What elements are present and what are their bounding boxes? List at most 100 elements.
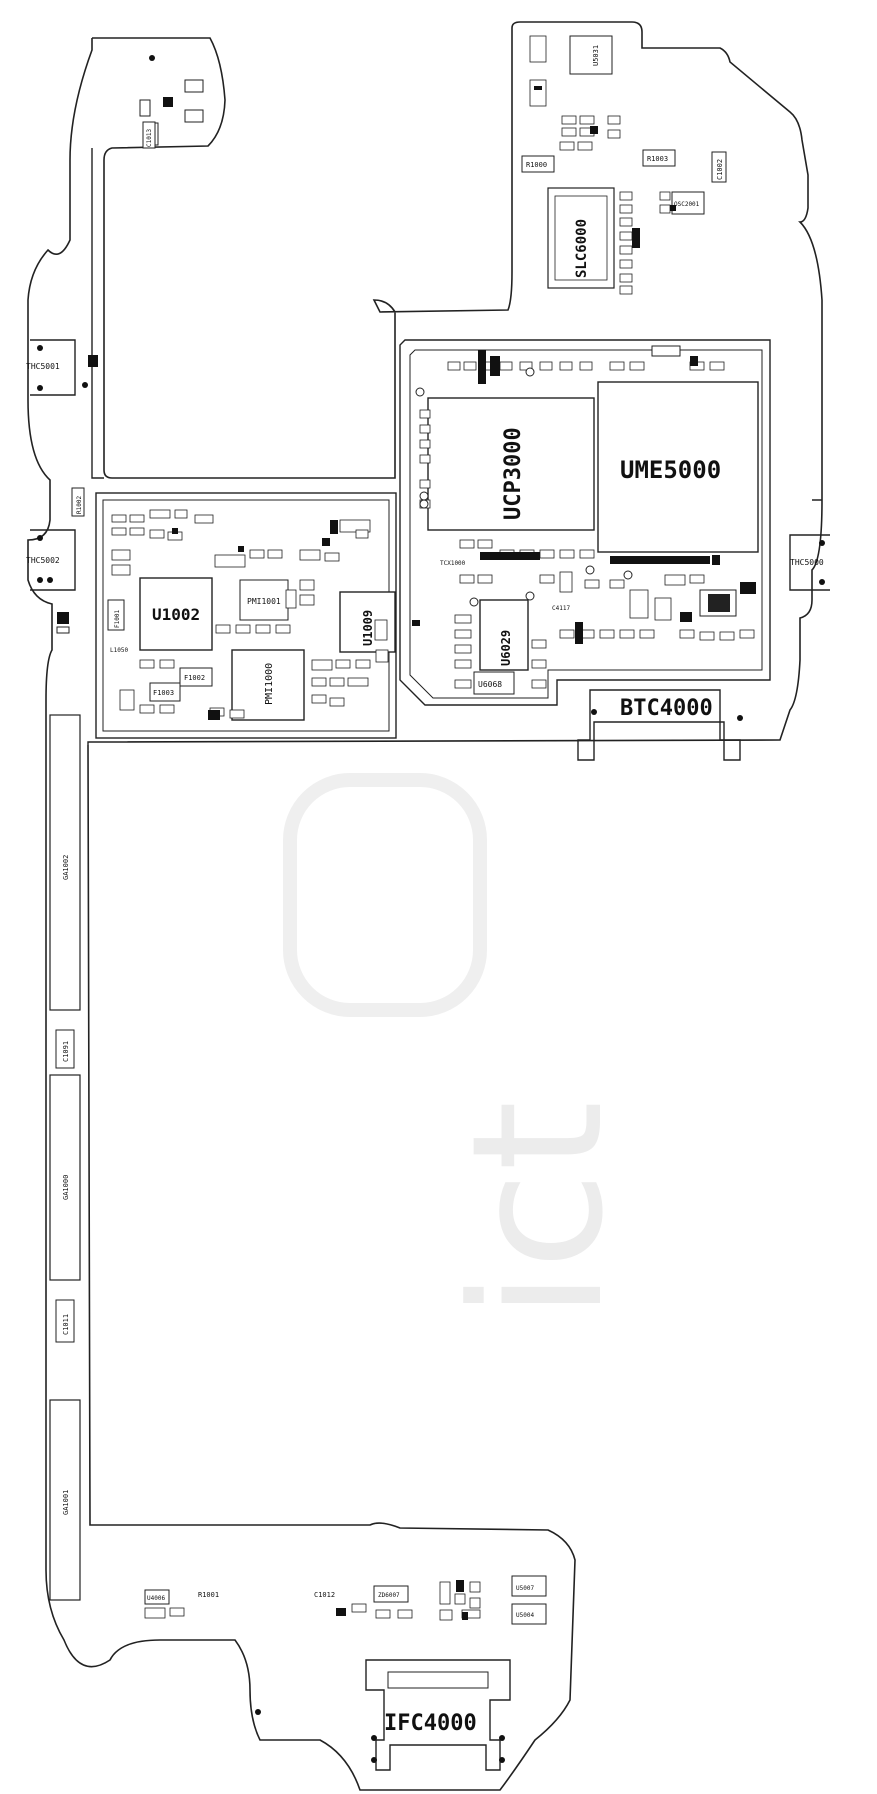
ga1002-component: GA1002 [49, 714, 81, 1011]
slc6000-component: SLC6000 [547, 187, 615, 289]
btc4000-connector: BTC4000 [577, 689, 743, 761]
c1091-component: C1091 [55, 1029, 75, 1069]
u6068-label: U6068 [478, 680, 502, 689]
ga1001-label: GA1001 [62, 1490, 70, 1515]
ga1000-component: GA1000 [49, 1074, 81, 1281]
ume5000-chip: UME5000 [597, 381, 759, 553]
tcx1000-component: TCX1000 [440, 560, 466, 567]
btc4000-label: BTC4000 [620, 696, 713, 721]
topright-passives [529, 35, 671, 295]
f1002-label: F1002 [184, 674, 205, 682]
pmi1001-chip: PMI1001 [239, 579, 289, 621]
u5031-component: U5031 [569, 35, 613, 75]
l1050-label: L1050 [110, 647, 128, 654]
ga1001-component: GA1001 [49, 1399, 81, 1601]
u6068-chip: U6068 [473, 671, 515, 695]
r1001-component: R1001 [198, 1591, 219, 1599]
u4006-component: U4006 [144, 1589, 170, 1605]
zd6007-component: ZD6007 [373, 1585, 409, 1603]
board-outline [27, 21, 823, 1791]
r1002-label: R1002 [76, 496, 83, 514]
slc6000-label: SLC6000 [574, 219, 590, 278]
c4117-component: C4117 [552, 605, 570, 612]
thc5000-connector: THC5000 [789, 534, 830, 591]
pmic-shield-outer [95, 492, 397, 739]
c4117-label: C4117 [552, 605, 570, 612]
c1011-component: C1011 [55, 1299, 75, 1343]
thc5001-label: THC5001 [26, 362, 60, 371]
u5007-label: U5007 [516, 1585, 534, 1592]
thc5001-connector: THC5001 [26, 339, 88, 396]
f1003-component: F1003 [149, 682, 181, 702]
component-pad [57, 612, 69, 624]
mount-hole [149, 55, 155, 61]
u5031-label: U5031 [592, 45, 600, 66]
ume5000-label: UME5000 [620, 456, 721, 484]
component-pad [56, 626, 70, 634]
tcx1000-label: TCX1000 [440, 560, 466, 567]
component-pad [184, 109, 204, 123]
bottom-dark-pads [336, 1580, 468, 1620]
u5007-component: U5007 [511, 1575, 547, 1597]
ifc4000-label: IFC4000 [384, 1711, 477, 1736]
osc2001-component: OSC2001 [671, 191, 705, 215]
u4006-label: U4006 [147, 1595, 165, 1602]
c1002-label: C1002 [716, 159, 724, 180]
u1009-chip: U1009 [339, 591, 396, 653]
thc5000-label: THC5000 [790, 558, 824, 567]
pmic-dark-pads [172, 520, 420, 720]
r1003-component: R1003 [642, 149, 676, 167]
f1002-component: F1002 [179, 667, 213, 687]
f1001-component: F1001 [107, 599, 125, 631]
u1002-chip: U1002 [139, 577, 213, 651]
f1003-label: F1003 [153, 689, 174, 697]
zd6007-label: ZD6007 [378, 1592, 400, 1599]
pmi1000-chip: PMI1000 [231, 649, 305, 721]
r1000-component: R1000 [521, 155, 555, 173]
r1003-label: R1003 [647, 155, 668, 163]
bottom-passives [144, 1581, 481, 1621]
r1000-label: R1000 [526, 161, 547, 169]
main-dark-pads [478, 350, 756, 644]
l5032-component [699, 589, 737, 617]
c1011-label: C1011 [62, 1314, 70, 1335]
pmi1001-label: PMI1001 [247, 597, 281, 606]
ucp3000-chip: UCP3000 [427, 397, 595, 531]
c1012-label: C1012 [314, 1591, 335, 1599]
c1002-component: C1002 [711, 151, 727, 183]
c1012-component: C1012 [314, 1591, 335, 1599]
component-pad [139, 99, 151, 117]
ltc3004-component [651, 345, 681, 357]
watermark: ict [434, 1100, 643, 1320]
board-outline-inner [87, 148, 822, 745]
u6029-chip: U6029 [479, 599, 529, 671]
c1013-component: C1013 [142, 121, 156, 149]
f1001-label: F1001 [114, 610, 121, 628]
component-pad [163, 97, 173, 107]
r1002-component: R1002 [71, 487, 85, 517]
thc5002-label: THC5002 [26, 556, 60, 565]
u1009-label: U1009 [361, 610, 375, 646]
pmi1000-label: PMI1000 [264, 663, 275, 705]
watermark-logo-shape [283, 773, 487, 1017]
l1050-component: L1050 [110, 647, 128, 654]
component-pad [184, 79, 204, 93]
u5004-component: U5004 [511, 1603, 547, 1625]
u1002-label: U1002 [152, 605, 200, 624]
main-shield-outer [399, 339, 771, 706]
topright-dark-pads [534, 86, 676, 248]
u5004-label: U5004 [516, 1612, 534, 1619]
ga1000-label: GA1000 [62, 1175, 70, 1200]
thc5002-connector: THC5002 [26, 529, 76, 591]
ga1002-label: GA1002 [62, 855, 70, 880]
osc2001-label: OSC2001 [674, 201, 700, 208]
c1091-label: C1091 [62, 1041, 70, 1062]
r1001-label: R1001 [198, 1591, 219, 1599]
c1013-label: C1013 [146, 129, 153, 147]
ifc4000-connector: IFC4000 [255, 1659, 511, 1771]
ucp3000-label: UCP3000 [501, 427, 526, 520]
test-points [415, 367, 633, 607]
component-pad [88, 355, 98, 367]
main-shield-inner [409, 349, 763, 699]
